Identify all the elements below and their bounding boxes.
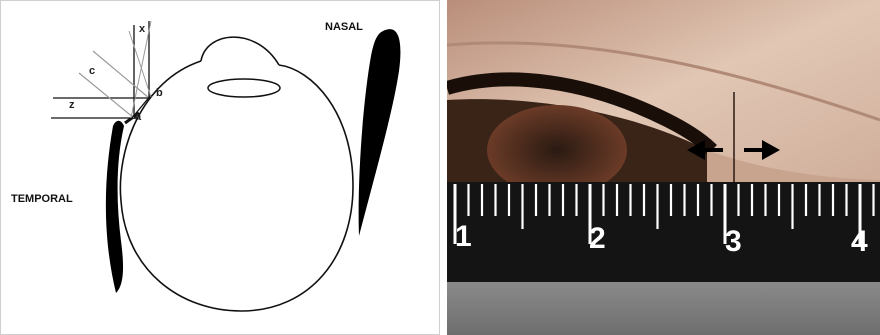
label-c: c — [89, 65, 95, 77]
c-line-2 — [79, 73, 134, 118]
diag-1 — [129, 31, 151, 97]
lens-shape — [208, 79, 280, 97]
label-a: a — [135, 111, 141, 123]
eye-photo-svg — [447, 0, 880, 335]
gray-background — [447, 282, 880, 335]
label-b: b — [156, 87, 163, 99]
panel-divider — [440, 0, 447, 335]
eye-photo-panel: 1 2 3 4 — [447, 0, 880, 335]
temporal-label: TEMPORAL — [11, 193, 73, 205]
ruler-number-1: 1 — [455, 220, 472, 254]
ruler-number-4: 4 — [851, 225, 868, 259]
ruler-number-2: 2 — [589, 222, 606, 256]
cornea-outline — [201, 37, 279, 65]
eye-diagram-svg — [1, 1, 440, 335]
ruler-body — [447, 182, 880, 282]
nasal-label: NASAL — [325, 21, 363, 33]
eye-diagram-panel: NASAL TEMPORAL x b c z a — [0, 0, 440, 335]
ruler-number-3: 3 — [725, 225, 742, 259]
nasal-eyelid-shape — [359, 29, 401, 236]
label-x: x — [139, 23, 145, 35]
iris-shape — [487, 105, 627, 195]
label-z: z — [69, 99, 75, 111]
